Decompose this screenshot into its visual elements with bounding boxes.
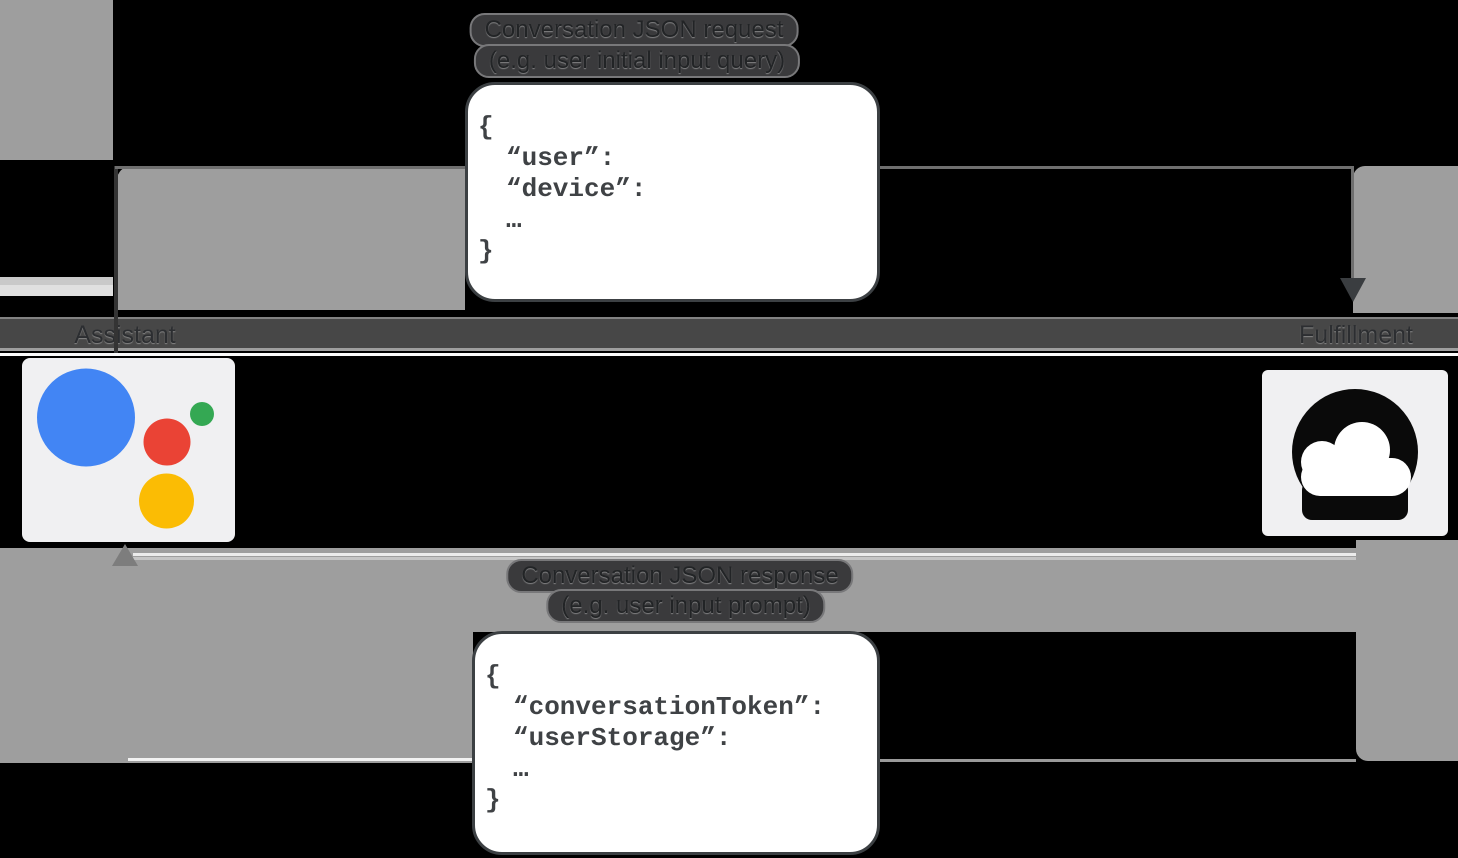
assistant-card bbox=[22, 358, 235, 542]
json-ellipsis: … bbox=[506, 205, 522, 235]
response-label-line2: (e.g. user input prompt) bbox=[546, 589, 826, 623]
response-track-left-region bbox=[0, 632, 473, 763]
request-track-band bbox=[117, 166, 465, 310]
response-track-stripe-lighter bbox=[133, 557, 1356, 560]
assistant-green-circle bbox=[190, 402, 214, 426]
request-json-code: { “user”:“device”:…} bbox=[468, 85, 877, 267]
json-ellipsis: … bbox=[513, 754, 529, 784]
response-track-right-strip bbox=[1356, 540, 1458, 761]
json-close-brace: } bbox=[478, 236, 494, 266]
fulfillment-card bbox=[1262, 370, 1448, 536]
response-arrowhead-icon bbox=[112, 544, 138, 566]
assistant-yellow-circle bbox=[139, 473, 194, 529]
json-open-brace: { bbox=[478, 112, 494, 142]
response-arrow-line-light bbox=[128, 758, 473, 761]
response-json-code: { “conversationToken”:“userStorage”:…} bbox=[475, 634, 877, 816]
request-track-left-strip bbox=[0, 0, 113, 160]
request-arrow-start-segment bbox=[114, 166, 118, 353]
json-open-brace: { bbox=[485, 661, 501, 691]
json-key-user: “user”: bbox=[506, 143, 616, 173]
request-label-line2: (e.g. user initial input query) bbox=[473, 44, 801, 78]
json-key-device: “device”: bbox=[506, 174, 647, 204]
assistant-label: Assistant bbox=[74, 321, 176, 349]
json-key-user-storage: “userStorage”: bbox=[513, 723, 732, 753]
label-band bbox=[0, 319, 1458, 348]
request-track-stripe-light bbox=[0, 277, 113, 285]
response-label-line1: Conversation JSON response bbox=[506, 559, 854, 593]
request-track-right-strip bbox=[1353, 166, 1458, 313]
label-band-top-edge bbox=[0, 317, 1458, 319]
label-band-white-line bbox=[0, 353, 1458, 356]
request-label-line1: Conversation JSON request bbox=[469, 13, 799, 47]
request-json-box: { “user”:“device”:…} bbox=[465, 82, 880, 302]
fulfillment-label: Fulfillment bbox=[1299, 321, 1413, 349]
request-arrowhead-icon bbox=[1340, 278, 1366, 302]
json-close-brace: } bbox=[485, 785, 501, 815]
json-key-conversation-token: “conversationToken”: bbox=[513, 692, 826, 722]
assistant-red-circle bbox=[143, 418, 191, 466]
response-json-box: { “conversationToken”:“userStorage”:…} bbox=[472, 631, 880, 855]
request-arrow-end-segment bbox=[1351, 166, 1354, 281]
label-band-bottom-edge bbox=[0, 348, 1458, 351]
response-arrow-line bbox=[473, 759, 1356, 762]
assistant-blue-circle bbox=[37, 368, 135, 467]
request-track-stripe-lighter bbox=[0, 285, 113, 296]
google-assistant-icon bbox=[37, 368, 214, 529]
cloud-icon bbox=[1292, 389, 1418, 520]
response-track-stripe-light bbox=[133, 553, 1356, 556]
